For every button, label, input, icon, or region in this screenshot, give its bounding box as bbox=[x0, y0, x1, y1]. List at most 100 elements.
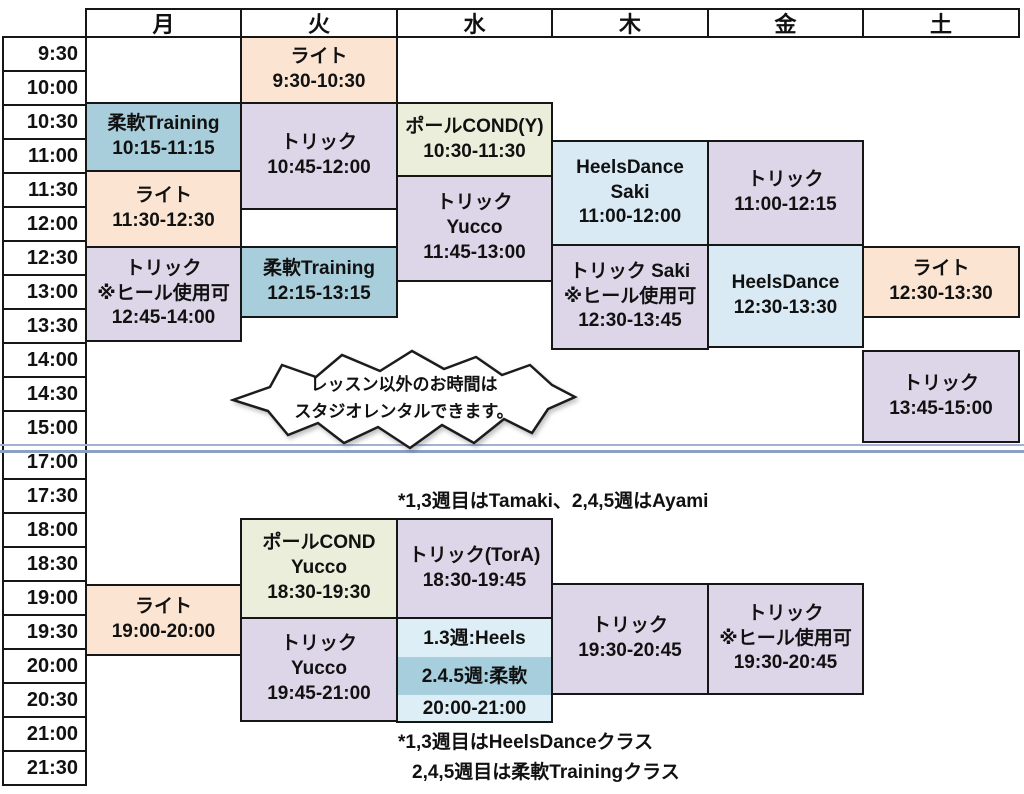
time-skip-divider-bottom bbox=[0, 450, 1024, 453]
class-block-line: 13:45-15:00 bbox=[889, 397, 993, 419]
class-block-line: 10:45-12:00 bbox=[267, 157, 371, 178]
time-cell: 15:00 bbox=[2, 410, 87, 446]
day-header-4: 木 bbox=[551, 8, 709, 38]
class-block-line: 12:30-13:30 bbox=[733, 297, 838, 318]
class-block-line: ライト bbox=[134, 596, 192, 618]
class-block-line: 柔軟Training bbox=[263, 258, 375, 280]
class-block-line: 11:00-12:00 bbox=[578, 206, 682, 228]
class-block-line: ポールCOND bbox=[262, 532, 376, 554]
class-block-line: ポールCOND(Y) bbox=[405, 115, 544, 137]
class-block: トリック 10:45-12:00 bbox=[240, 102, 398, 210]
class-block-line: HeelsDance bbox=[731, 272, 840, 294]
class-block-line: Yucco bbox=[291, 658, 347, 680]
class-block-line: 9:30-10:30 bbox=[272, 71, 366, 92]
class-block-line: ※ヒール使用可 bbox=[719, 627, 852, 649]
class-block-line: ライト bbox=[134, 185, 192, 207]
class-block: ポールCOND(Y) 10:30-11:30 bbox=[396, 102, 553, 177]
day-header-5: 金 bbox=[707, 8, 864, 38]
class-block-line: 10:30-11:30 bbox=[423, 140, 526, 162]
class-block-line: 10:15-11:15 bbox=[112, 138, 215, 159]
class-block-line: 11:45-13:00 bbox=[423, 241, 526, 263]
day-header-6: 土 bbox=[862, 8, 1020, 38]
class-block: ライト 9:30-10:30 bbox=[240, 36, 398, 104]
wednesday-class-note-1: *1,3週目はHeelsDanceクラス bbox=[398, 732, 654, 753]
day-header-1: 月 bbox=[85, 8, 242, 38]
class-block-line: トリック bbox=[280, 132, 357, 154]
callout-line-2: スタジオレンタルできます。 bbox=[294, 402, 514, 421]
time-cell: 14:30 bbox=[2, 376, 87, 412]
time-cell: 13:00 bbox=[2, 274, 87, 310]
time-cell: 20:30 bbox=[2, 682, 87, 718]
class-block: ライト 12:30-13:30 bbox=[862, 246, 1020, 318]
class-block-line: Yucco bbox=[291, 557, 347, 579]
class-block: トリック ※ヒール使用可 12:45-14:00 bbox=[85, 246, 242, 342]
time-cell: 10:00 bbox=[2, 70, 87, 106]
class-block-line: トリック bbox=[747, 169, 824, 191]
class-block: HeelsDance 12:30-13:30 bbox=[707, 244, 864, 348]
class-block-line: トリック bbox=[436, 192, 513, 214]
class-block-line: 11:00-12:15 bbox=[734, 194, 837, 215]
class-block-line: HeelsDance bbox=[576, 156, 684, 178]
time-cell: 17:30 bbox=[2, 478, 87, 514]
class-block-line: トリック(TorA) bbox=[408, 544, 541, 566]
class-block-line: 19:00-20:00 bbox=[111, 621, 216, 642]
class-block-line: トリック bbox=[125, 257, 202, 279]
class-block-line: 12:30-13:30 bbox=[889, 283, 993, 304]
class-block-line: 12:45-14:00 bbox=[111, 307, 216, 329]
alternating-week-section: 1.3週:Heels bbox=[398, 619, 551, 657]
day-header-2: 火 bbox=[240, 8, 398, 38]
class-block-line: ※ヒール使用可 bbox=[97, 282, 230, 304]
class-block-line: トリック bbox=[591, 615, 668, 637]
class-block: 柔軟Training 12:15-13:15 bbox=[240, 246, 398, 318]
class-block-line: トリック Saki bbox=[569, 260, 691, 282]
time-cell: 19:30 bbox=[2, 614, 87, 650]
class-block-line: 19:30-20:45 bbox=[578, 640, 682, 661]
class-block-line: 11:30-12:30 bbox=[112, 210, 215, 231]
class-block: トリック 19:30-20:45 bbox=[551, 583, 709, 695]
class-block-line: 19:30-20:45 bbox=[733, 652, 838, 674]
callout-line-1: レッスン以外のお時間は bbox=[310, 374, 498, 394]
day-header-3: 水 bbox=[396, 8, 553, 38]
class-block-line: 柔軟Training bbox=[107, 113, 220, 135]
class-block-line: トリック bbox=[747, 602, 824, 624]
time-cell: 13:30 bbox=[2, 308, 87, 344]
time-cell: 11:30 bbox=[2, 172, 87, 208]
time-cell: 10:30 bbox=[2, 104, 87, 140]
alternating-week-section: 2.4.5週:柔軟 bbox=[398, 657, 551, 695]
time-cell: 18:30 bbox=[2, 546, 87, 582]
class-block: トリック 13:45-15:00 bbox=[862, 350, 1020, 443]
class-block: トリック(TorA) 18:30-19:45 bbox=[396, 518, 553, 619]
time-cell: 21:00 bbox=[2, 716, 87, 752]
alternating-week-section: 20:00-21:00 bbox=[398, 695, 551, 721]
class-block-line: ライト bbox=[912, 258, 970, 280]
class-block-line: 19:45-21:00 bbox=[267, 682, 371, 704]
class-block-line: 12:15-13:15 bbox=[267, 283, 371, 304]
starburst-icon bbox=[230, 349, 578, 450]
time-skip-divider-top bbox=[0, 444, 1024, 446]
time-cell: 12:30 bbox=[2, 240, 87, 276]
class-block: ライト 19:00-20:00 bbox=[85, 584, 242, 656]
time-cell: 12:00 bbox=[2, 206, 87, 242]
class-block-line: Saki bbox=[610, 181, 650, 203]
time-cell: 20:00 bbox=[2, 648, 87, 684]
time-cell: 11:00 bbox=[2, 138, 87, 174]
class-block-line: 18:30-19:30 bbox=[267, 581, 371, 603]
class-block-line: ライト bbox=[290, 46, 348, 68]
class-block: ライト 11:30-12:30 bbox=[85, 170, 242, 248]
time-cell: 21:30 bbox=[2, 750, 87, 786]
wednesday-class-note-2: 2,4,5週目は柔軟Trainingクラス bbox=[412, 762, 680, 783]
time-cell: 9:30 bbox=[2, 36, 87, 72]
studio-rental-callout: レッスン以外のお時間は スタジオレンタルできます。 bbox=[230, 344, 578, 452]
time-cell: 19:00 bbox=[2, 580, 87, 616]
class-block-line: 12:30-13:45 bbox=[578, 310, 682, 332]
class-block-line: Yucco bbox=[446, 217, 503, 239]
class-block-line: 18:30-19:45 bbox=[422, 569, 527, 591]
class-block-line: トリック bbox=[902, 372, 979, 394]
